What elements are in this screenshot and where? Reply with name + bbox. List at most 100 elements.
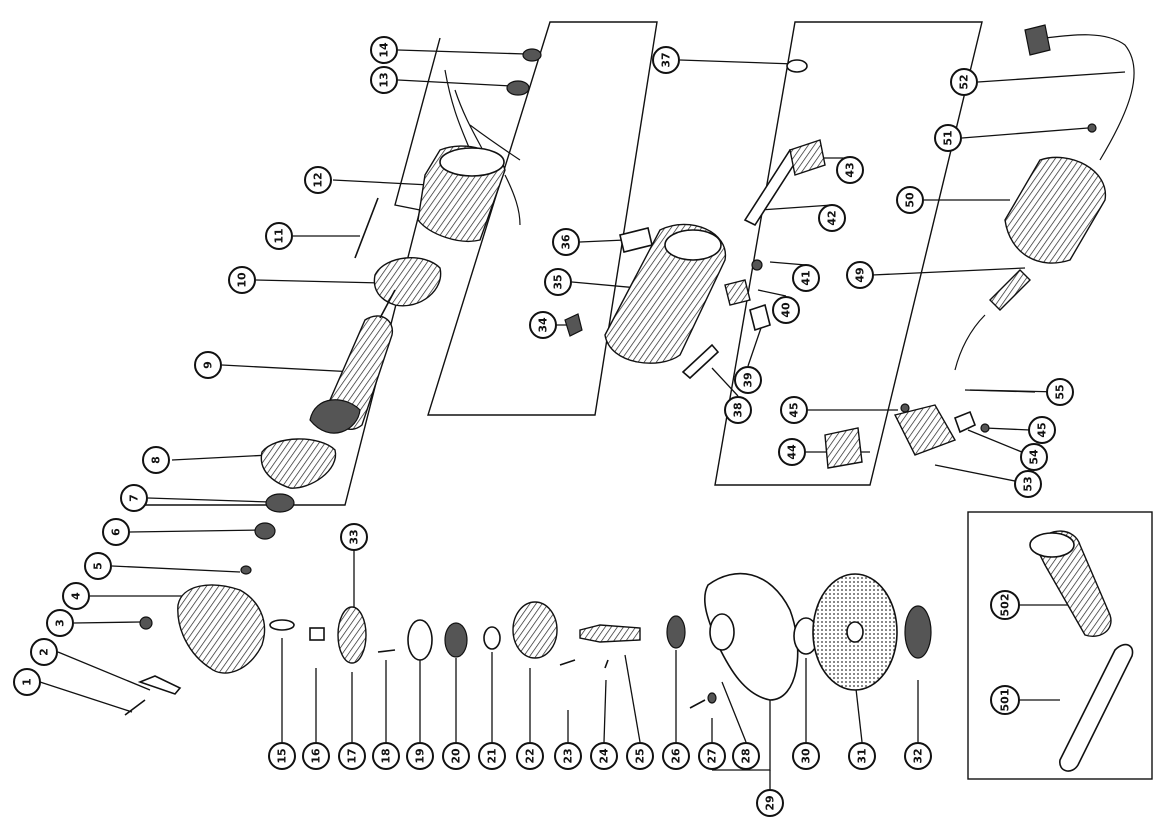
callout-501: 501 bbox=[990, 685, 1020, 715]
callout-number: 8 bbox=[150, 456, 163, 464]
callout-circle bbox=[478, 742, 506, 770]
callout-number: 39 bbox=[742, 372, 755, 387]
callout-number: 40 bbox=[780, 302, 793, 318]
motor-housing-group-frame bbox=[714, 21, 983, 486]
callout-6: 6 bbox=[102, 518, 130, 546]
gear-cover-shape bbox=[177, 584, 266, 674]
callout-circle bbox=[772, 296, 800, 324]
callout-41: 41 bbox=[792, 264, 820, 292]
switch-44-shape bbox=[824, 427, 863, 469]
callout-54: 54 bbox=[1020, 443, 1048, 471]
callout-11: 11 bbox=[265, 222, 293, 250]
callout-number: 54 bbox=[1028, 449, 1041, 465]
callout-circle bbox=[732, 742, 760, 770]
callout-3: 3 bbox=[46, 609, 74, 637]
callout-number: 12 bbox=[312, 172, 325, 187]
callout-circle bbox=[268, 742, 296, 770]
callout-number: 53 bbox=[1022, 476, 1035, 491]
part-15-shape bbox=[269, 619, 295, 631]
callout-number: 14 bbox=[378, 42, 391, 58]
callout-31: 31 bbox=[848, 742, 876, 770]
callout-number: 41 bbox=[800, 270, 813, 285]
callout-27: 27 bbox=[698, 742, 726, 770]
callout-circle bbox=[1020, 443, 1048, 471]
leader-lines bbox=[39, 49, 1126, 790]
callout-13: 13 bbox=[370, 66, 398, 94]
callout-number: 7 bbox=[128, 494, 141, 502]
callout-circle bbox=[552, 228, 580, 256]
cord-52-shape bbox=[1044, 34, 1135, 161]
screw-23-shape bbox=[559, 659, 576, 666]
callout-53: 53 bbox=[1014, 470, 1042, 498]
callout-4: 4 bbox=[62, 582, 90, 610]
callout-number: 37 bbox=[660, 52, 673, 67]
callout-circle bbox=[904, 742, 932, 770]
callout-circle bbox=[84, 552, 112, 580]
callout-number: 33 bbox=[348, 529, 361, 544]
callout-25: 25 bbox=[626, 742, 654, 770]
terminal-43-shape bbox=[789, 139, 826, 176]
callout-number: 5 bbox=[92, 562, 105, 570]
callout-circle bbox=[529, 311, 557, 339]
callout-number: 50 bbox=[904, 192, 917, 208]
callout-number: 11 bbox=[273, 228, 286, 243]
callout-number: 1 bbox=[21, 678, 34, 686]
callout-circle bbox=[554, 742, 582, 770]
callout-34: 34 bbox=[529, 311, 557, 339]
callout-number: 501 bbox=[999, 689, 1012, 712]
capacitor-49-shape bbox=[989, 269, 1031, 311]
callout-number: 30 bbox=[800, 748, 813, 764]
callout-number: 44 bbox=[786, 444, 799, 460]
callout-circle bbox=[1028, 416, 1056, 444]
callout-14: 14 bbox=[370, 36, 398, 64]
callout-28: 28 bbox=[732, 742, 760, 770]
callout-number: 42 bbox=[826, 210, 839, 225]
wrench-501-shape bbox=[1059, 643, 1134, 772]
callout-17: 17 bbox=[338, 742, 366, 770]
callout-circle bbox=[62, 582, 90, 610]
callout-40: 40 bbox=[772, 296, 800, 324]
screw-18-shape bbox=[377, 649, 396, 653]
callout-circle bbox=[338, 742, 366, 770]
callout-circle bbox=[46, 609, 74, 637]
callout-circle bbox=[102, 518, 130, 546]
callout-circle bbox=[544, 268, 572, 296]
callout-circle bbox=[780, 396, 808, 424]
part-54-shape bbox=[953, 410, 977, 434]
callout-2: 2 bbox=[30, 638, 58, 666]
callout-circle bbox=[370, 66, 398, 94]
switch-button-34-shape bbox=[564, 313, 583, 337]
callout-23: 23 bbox=[554, 742, 582, 770]
callout-12: 12 bbox=[304, 166, 332, 194]
callout-21: 21 bbox=[478, 742, 506, 770]
callout-number: 45 bbox=[788, 402, 801, 417]
callout-circle bbox=[265, 222, 293, 250]
callout-33: 33 bbox=[340, 523, 368, 551]
callout-number: 502 bbox=[999, 594, 1012, 617]
screw-45a-shape bbox=[900, 403, 910, 413]
screw-51-shape bbox=[1087, 123, 1097, 133]
callout-24: 24 bbox=[590, 742, 618, 770]
bearing-14-shape bbox=[522, 48, 542, 62]
callout-circle bbox=[934, 124, 962, 152]
parts bbox=[124, 24, 1135, 772]
callout-19: 19 bbox=[406, 742, 434, 770]
callout-circle bbox=[228, 266, 256, 294]
packing-gland-22-shape bbox=[512, 601, 558, 659]
callout-number: 35 bbox=[552, 274, 565, 289]
pinion-6-shape bbox=[254, 522, 276, 540]
ring-21-shape bbox=[483, 626, 501, 650]
callout-circle bbox=[734, 366, 762, 394]
callout-circle bbox=[370, 36, 398, 64]
callout-37: 37 bbox=[652, 46, 680, 74]
screw-11-shape bbox=[354, 197, 379, 259]
callout-1: 1 bbox=[13, 668, 41, 696]
callout-45b: 45 bbox=[1028, 416, 1056, 444]
callout-number: 28 bbox=[740, 748, 753, 763]
callout-circle bbox=[990, 590, 1020, 620]
callout-49: 49 bbox=[846, 261, 874, 289]
callout-number: 36 bbox=[560, 234, 573, 250]
callout-number: 27 bbox=[706, 748, 719, 763]
callout-number: 13 bbox=[378, 72, 391, 87]
